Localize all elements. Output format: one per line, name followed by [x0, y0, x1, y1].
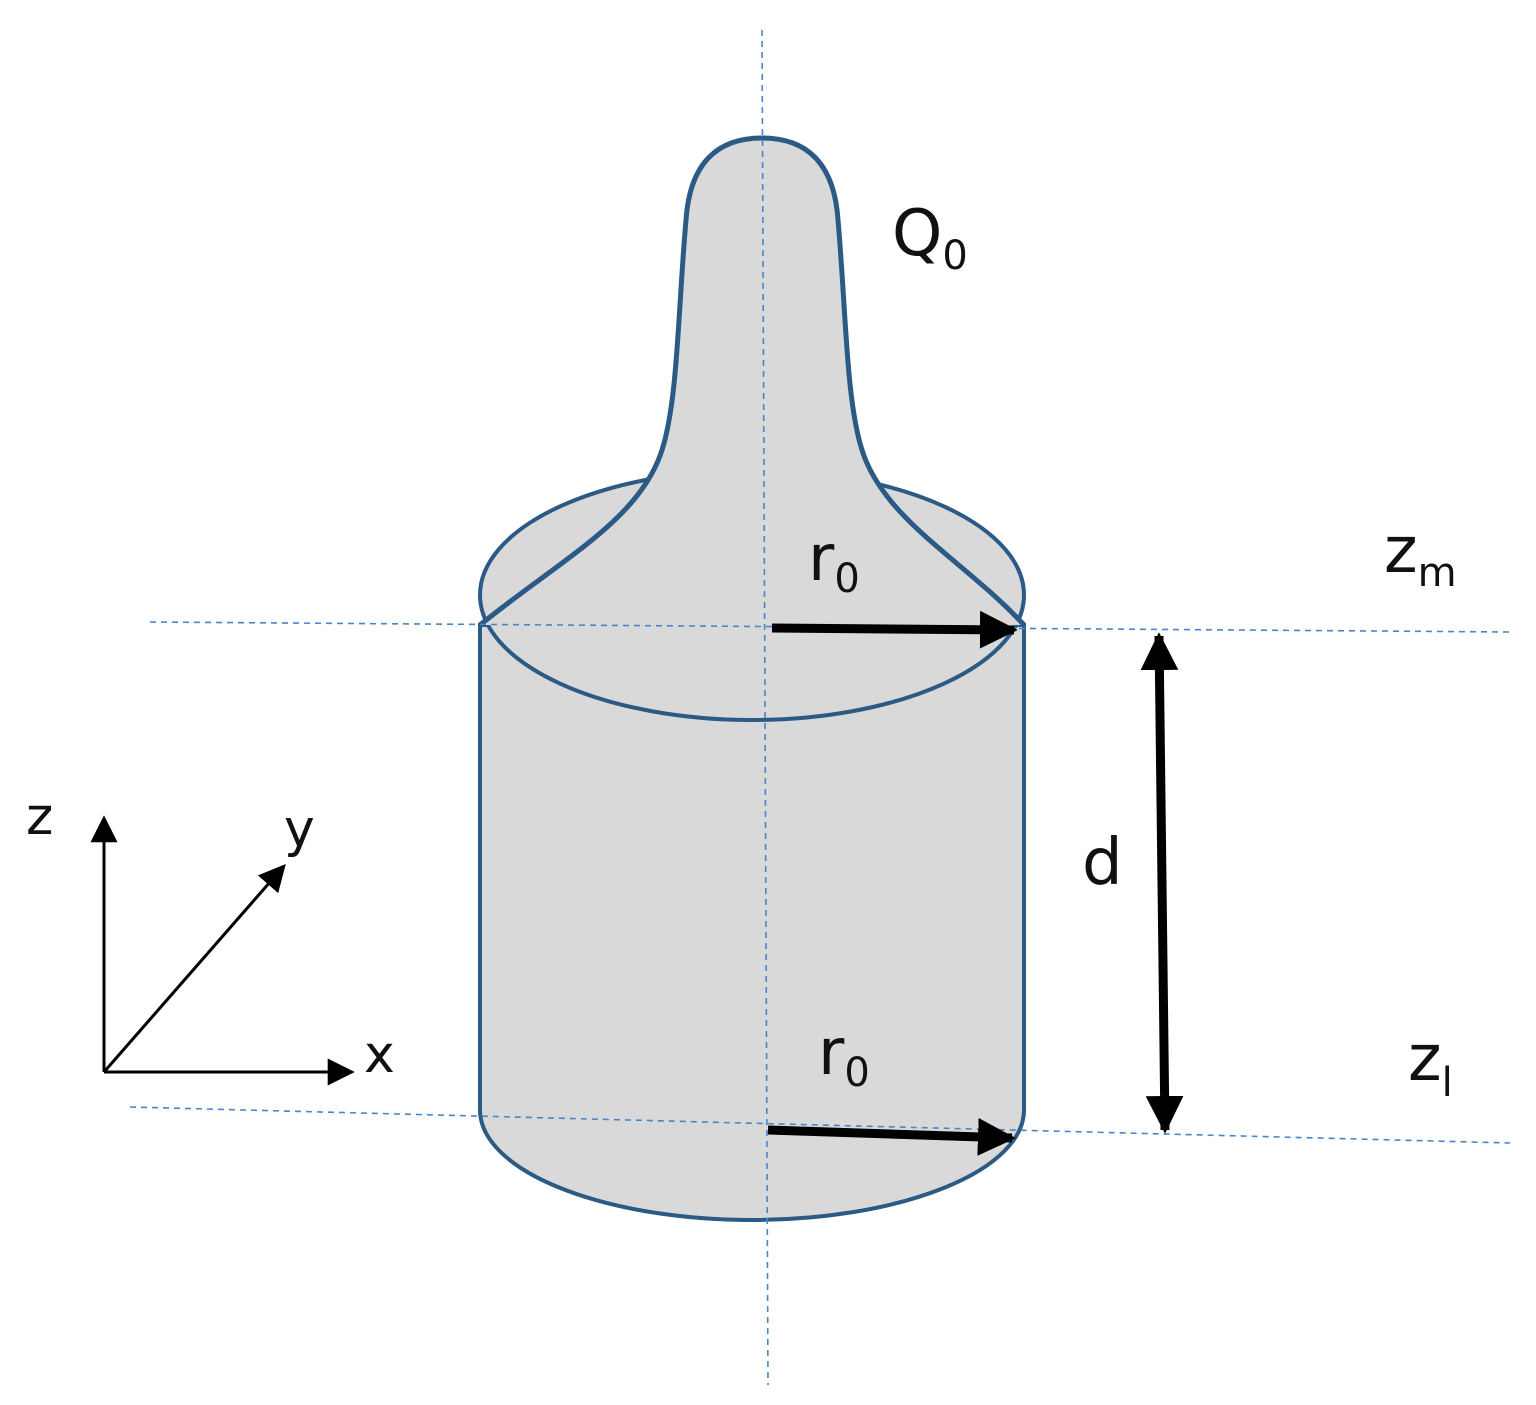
x-axis-label: x: [364, 1025, 395, 1085]
top-radius-arrow: [771, 610, 1018, 649]
depth-label: d: [1082, 826, 1123, 900]
tip-bulb: [478, 135, 1026, 627]
bottom-plane-label: zl: [1408, 1022, 1453, 1106]
z-axis-label: z: [26, 787, 53, 847]
source-label: Q0: [892, 197, 968, 279]
y-axis-arrow: [102, 863, 286, 1073]
bottom-radius-label: r0: [818, 1016, 870, 1096]
coordinate-axes: [90, 815, 355, 1086]
top-plane-label: zm: [1384, 514, 1457, 596]
depth-arrow: [1140, 632, 1184, 1134]
bottom-radius-arrow: [767, 1117, 1016, 1156]
guide-lines: [129, 29, 1511, 1386]
y-axis-label: y: [284, 799, 315, 859]
top-radius-label: r0: [808, 522, 860, 602]
